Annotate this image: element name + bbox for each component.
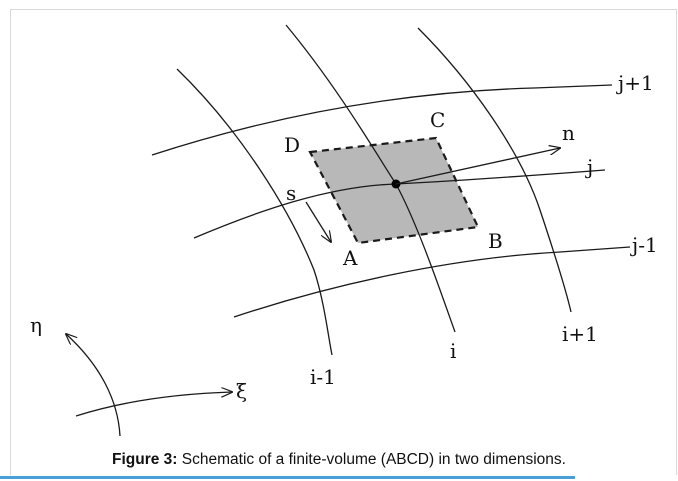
label-j: j [585,155,593,179]
label-j-minus-1: j-1 [630,233,658,257]
figure-caption: Figure 3: Schematic of a finite-volume (… [0,451,678,469]
caption-prefix: Figure 3: [112,451,178,468]
grid-line-i-plus-1 [417,27,572,313]
label-j-plus-1: j+1 [616,71,654,95]
label-corner-d: D [284,133,300,157]
label-tangent-s: s [286,181,296,205]
control-volume-abcd [310,138,478,243]
figure-frame [10,9,677,475]
axis-eta-arrow [66,334,121,437]
label-corner-b: B [488,229,503,253]
caption-text: Schematic of a finite-volume (ABCD) in t… [177,451,566,468]
tangent-vector-s-arrow [305,201,331,242]
label-i: i [450,339,456,363]
label-normal-n: n [562,121,575,145]
label-corner-a: A [342,246,358,270]
grid-line-j-minus-1 [233,246,631,318]
label-axis-xi: ξ [236,379,247,403]
grid-line-j-plus-1 [151,84,613,156]
control-volume-boundary [308,136,480,245]
label-axis-eta: η [30,313,42,337]
label-corner-c: C [430,108,445,132]
label-i-minus-1: i-1 [310,365,336,389]
normal-vector-n-arrow [395,148,560,185]
label-i-plus-1: i+1 [562,322,598,346]
grid-line-i-minus-1 [176,68,333,356]
axis-xi-arrow [75,392,232,417]
caption-accent-bar [0,476,575,479]
